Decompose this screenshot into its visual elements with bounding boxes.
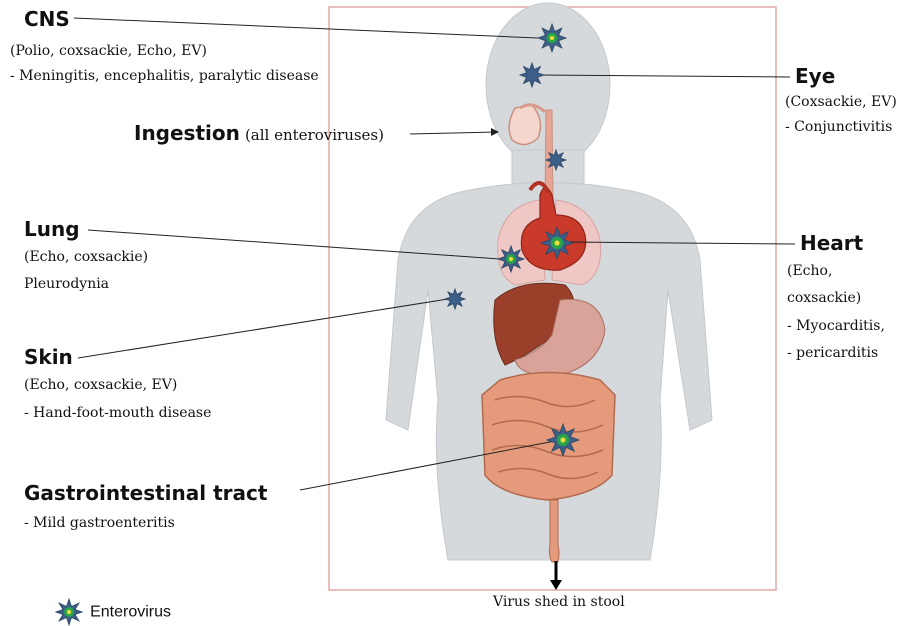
skin-label: Skin bbox=[24, 347, 73, 367]
heart-label: Heart bbox=[800, 233, 863, 253]
stool-caption: Virus shed in stool bbox=[493, 595, 625, 609]
lung-viruses: (Echo, coxsackie) bbox=[24, 250, 148, 264]
virus-icon bbox=[55, 598, 83, 626]
skin-viruses: (Echo, coxsackie, EV) bbox=[24, 378, 177, 392]
legend: Enterovirus bbox=[55, 598, 171, 626]
cns-diseases: - Meningitis, encephalitis, paralytic di… bbox=[10, 69, 319, 83]
virus-marker-cns bbox=[538, 24, 566, 52]
skin-diseases: - Hand-foot-mouth disease bbox=[24, 406, 211, 420]
virus-marker-throat bbox=[546, 150, 566, 170]
virus-marker-gi bbox=[547, 424, 579, 456]
lung-label: Lung bbox=[24, 219, 80, 239]
ingestion-label: Ingestion (all enteroviruses) bbox=[134, 123, 384, 143]
virus-marker-heart bbox=[541, 227, 573, 259]
virus-marker-skin bbox=[445, 289, 465, 309]
lung-diseases: Pleurodynia bbox=[24, 277, 109, 291]
heart-viruses-2: coxsackie) bbox=[787, 291, 861, 305]
heart-viruses-1: (Echo, bbox=[787, 264, 832, 278]
eye-label: Eye bbox=[795, 66, 835, 86]
cns-viruses: (Polio, coxsackie, Echo, EV) bbox=[10, 44, 207, 58]
cns-label: CNS bbox=[24, 9, 70, 29]
legend-label: Enterovirus bbox=[90, 604, 171, 621]
eye-diseases: - Conjunctivitis bbox=[785, 120, 892, 134]
heart-disease-2: - pericarditis bbox=[787, 346, 878, 360]
heart-disease-1: - Myocarditis, bbox=[787, 319, 885, 333]
gi-label: Gastrointestinal tract bbox=[24, 483, 267, 503]
virus-marker-eye bbox=[520, 63, 544, 87]
ingestion-title: Ingestion bbox=[134, 121, 240, 145]
virus-marker-lung bbox=[498, 246, 524, 272]
gi-diseases: - Mild gastroenteritis bbox=[24, 516, 175, 530]
ingestion-detail: (all enteroviruses) bbox=[245, 126, 384, 144]
eye-viruses: (Coxsackie, EV) bbox=[785, 95, 897, 109]
